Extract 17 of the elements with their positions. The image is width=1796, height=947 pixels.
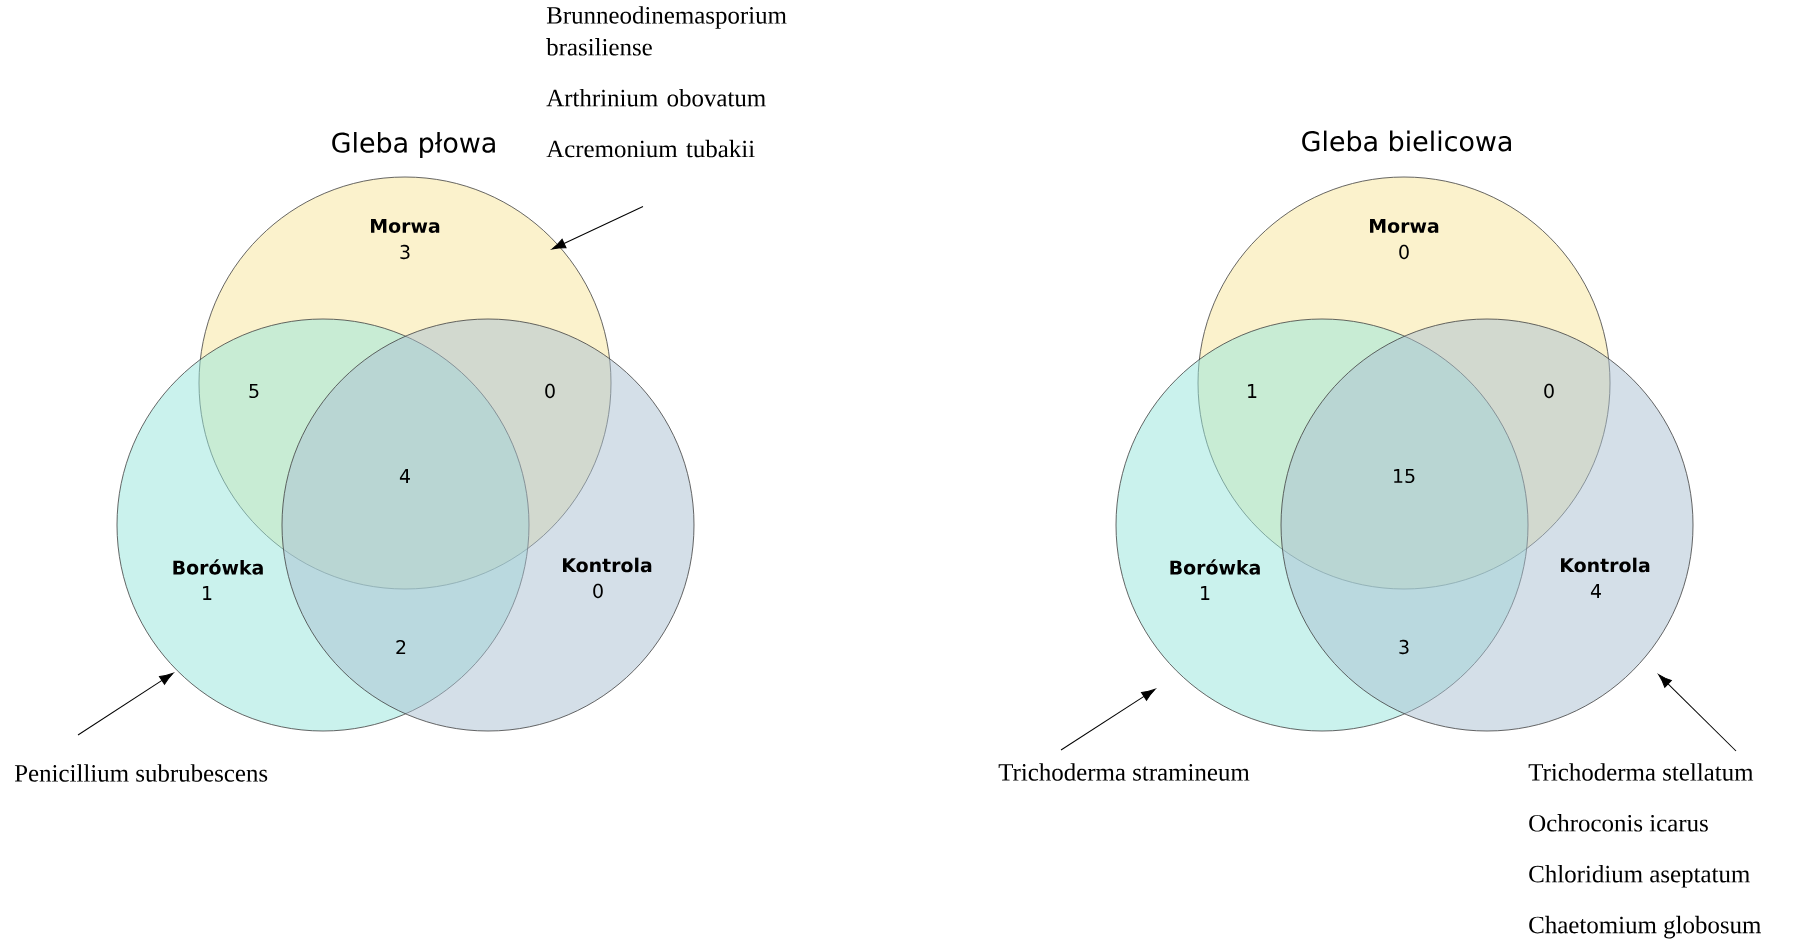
arrow — [1658, 674, 1737, 752]
species-list: Trichoderma stramineum — [998, 763, 1250, 781]
species-list: Penicillium subrubescens — [14, 764, 268, 782]
region-count: 4 — [399, 469, 410, 483]
region-count: 0 — [1544, 383, 1554, 399]
species-list: Brunneodinemasporium brasiliense Arthrinium obovatum Acremonium tubakii — [546, 6, 787, 158]
region-count: 15 — [1394, 469, 1415, 484]
region-count: 0 — [545, 383, 555, 399]
region-count: 2 — [396, 640, 406, 655]
species-list: Trichoderma stellatum Ochroconis icarus Chloridium aseptatum Chaetomium globosum — [1528, 763, 1761, 939]
region-count: 5 — [249, 383, 259, 399]
arrow — [77, 672, 174, 736]
region-count: 1 — [1248, 384, 1257, 398]
arrow — [1060, 688, 1156, 751]
region-count: 3 — [1399, 639, 1409, 655]
arrow — [551, 206, 644, 250]
venn-label: Gleba bielicowa — [1302, 130, 1511, 152]
